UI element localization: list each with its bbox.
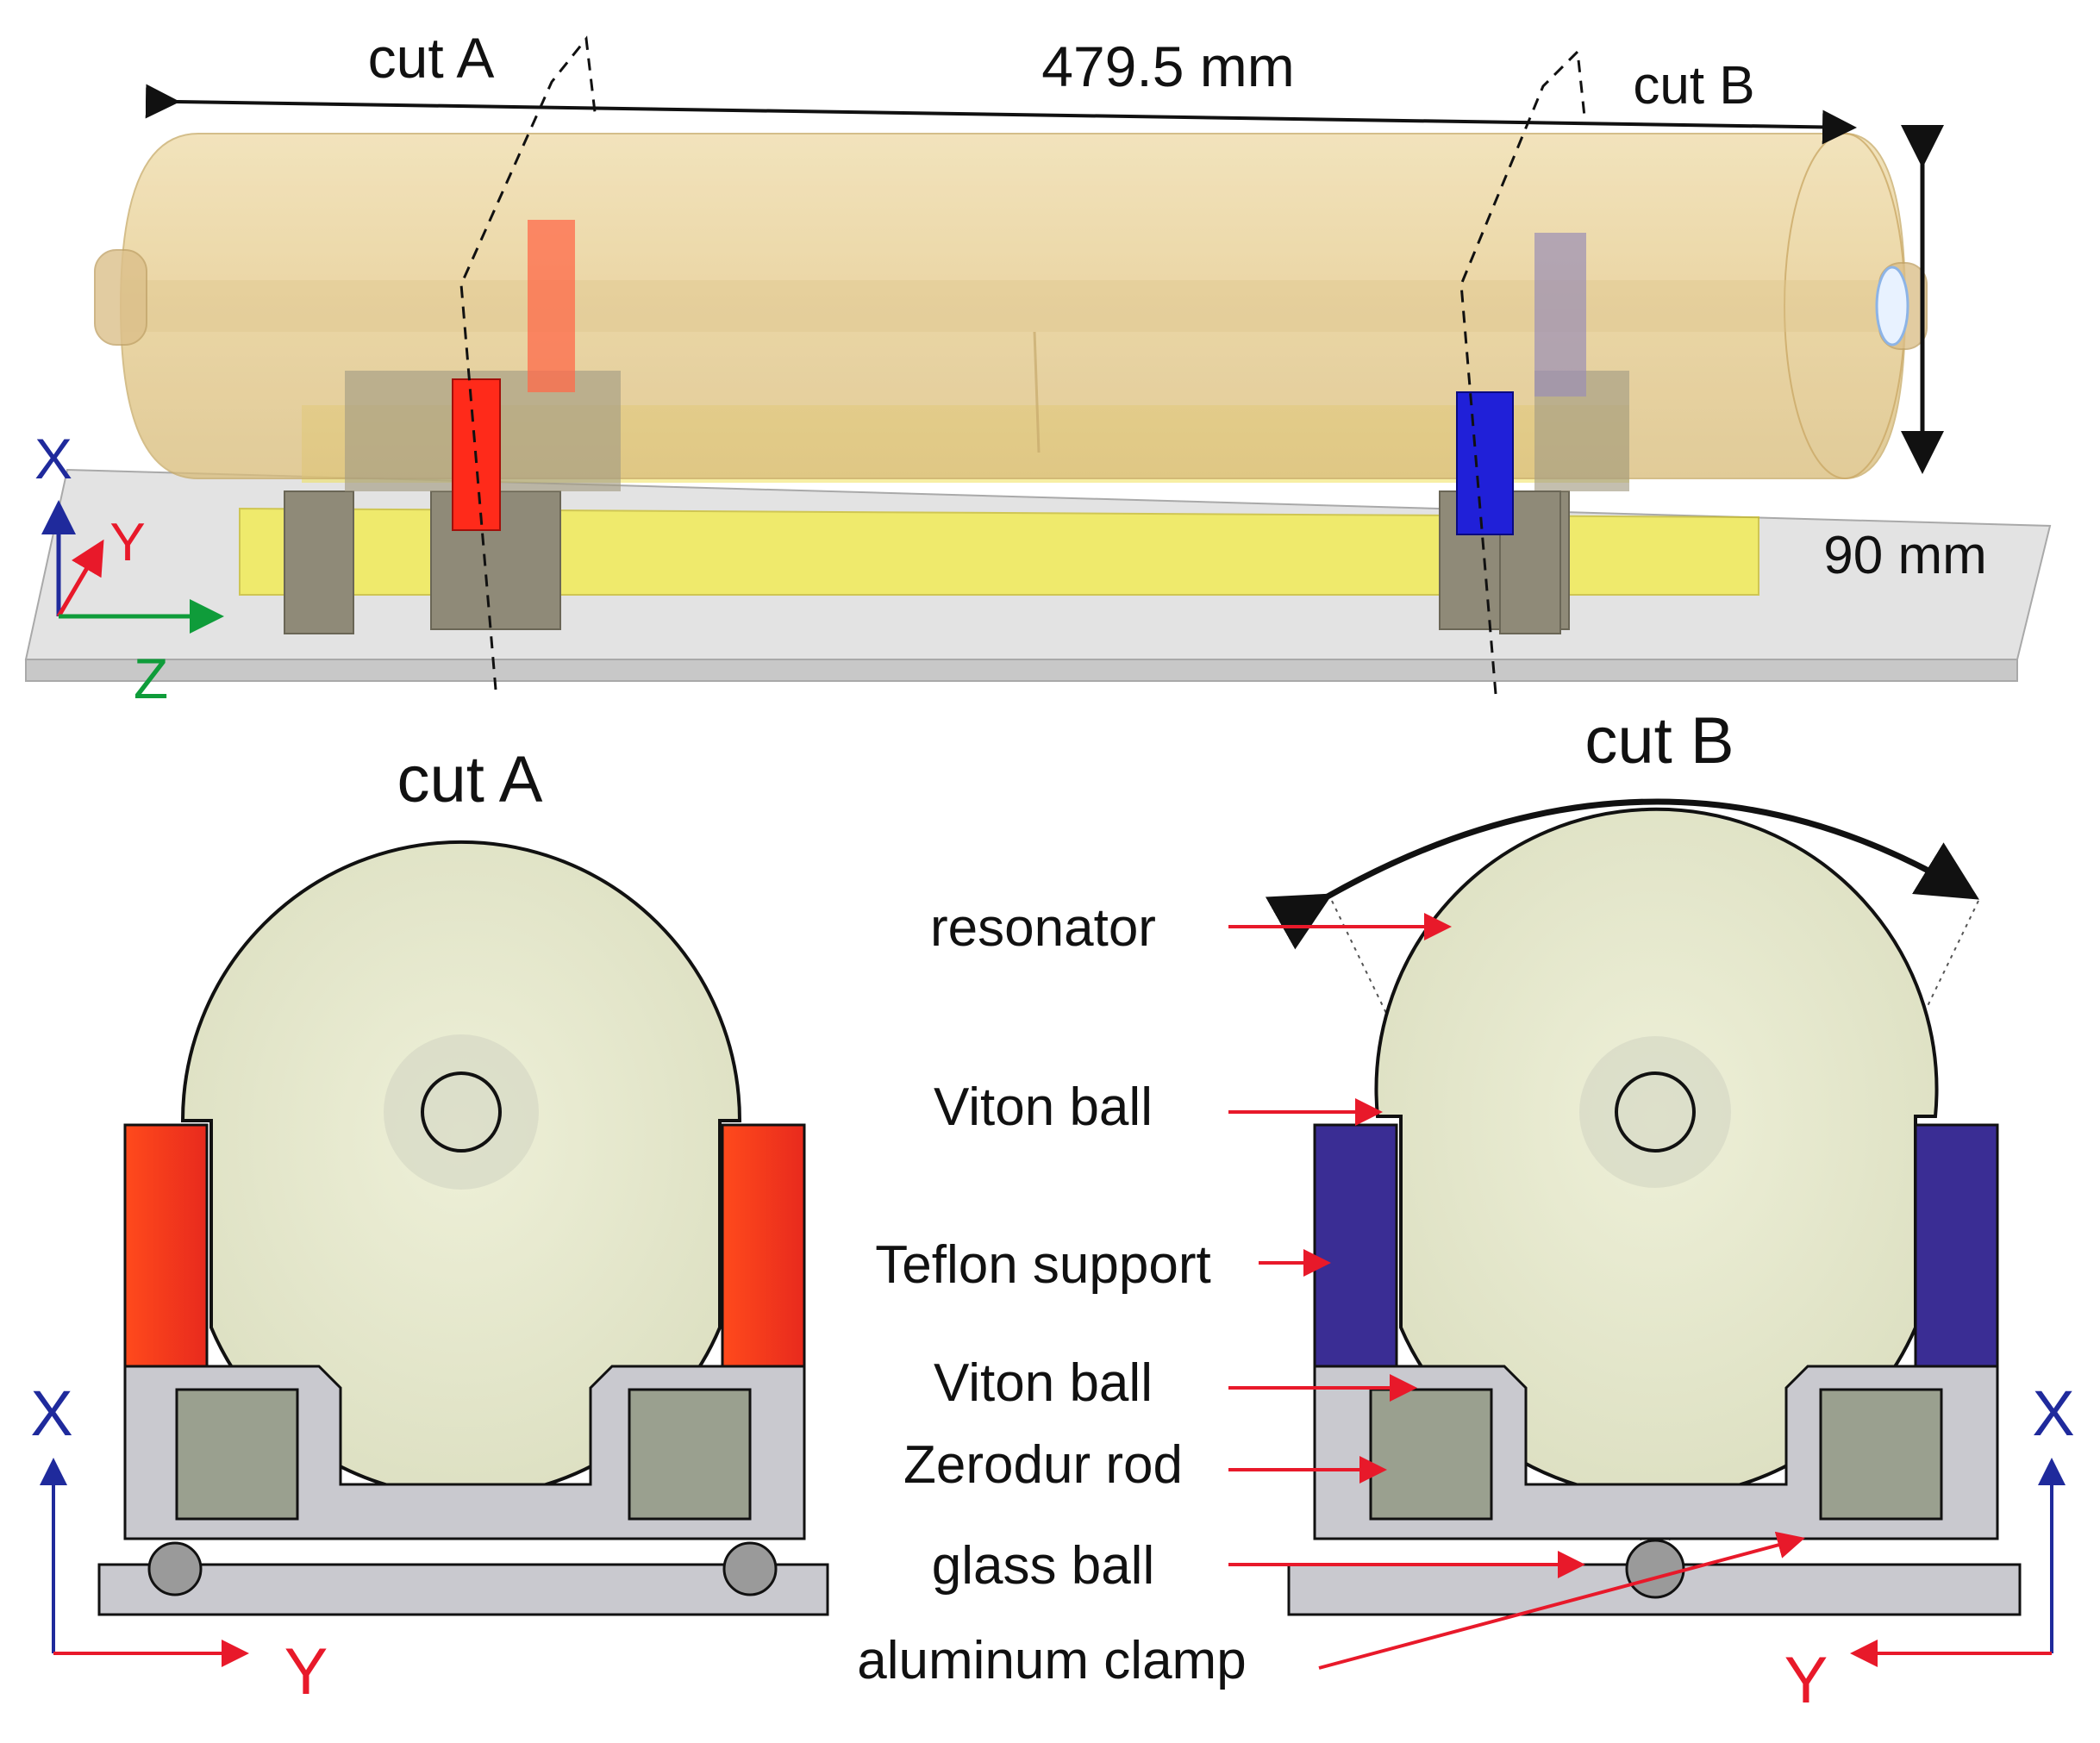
cut-a-zerodur-right bbox=[628, 1388, 752, 1521]
callout-teflon-support: Teflon support bbox=[875, 1235, 1210, 1295]
cut-a-glass-ball-left bbox=[147, 1541, 203, 1596]
axis-z-label: Z bbox=[134, 647, 168, 710]
arrow-aluminum-clamp bbox=[1318, 1531, 1805, 1670]
diameter-dimension: 90 mm bbox=[1823, 125, 1987, 585]
cut-a-teflon-right bbox=[721, 1123, 806, 1368]
cut-b-axis-y-label: Y bbox=[1784, 1644, 1828, 1717]
cut-b-axes: X Y bbox=[1784, 1378, 2075, 1717]
cut-a-axis-x-label: X bbox=[30, 1378, 72, 1449]
cut-b-zerodur-left bbox=[1369, 1388, 1493, 1521]
cut-b-teflon-left bbox=[1313, 1123, 1398, 1368]
callout-viton-ball-lower: Viton ball bbox=[934, 1353, 1153, 1413]
callout-glass-ball: glass ball bbox=[932, 1536, 1154, 1596]
cut-a-glass-ball-right bbox=[722, 1541, 778, 1596]
cut-b-zerodur-right bbox=[1819, 1388, 1943, 1521]
callout-resonator: resonator bbox=[930, 898, 1156, 958]
callout-zerodur-rod: Zerodur rod bbox=[903, 1435, 1183, 1495]
cut-b-axis-x-label: X bbox=[2032, 1378, 2074, 1449]
cut-b-section: cut B X Y resonator bbox=[857, 704, 2074, 1717]
top-3d-view: 479.5 mm 90 mm cut A cut B X Y Z bbox=[24, 26, 2052, 710]
callout-aluminum-clamp: aluminum clamp bbox=[857, 1631, 1246, 1690]
cut-b-title: cut B bbox=[1584, 704, 1734, 778]
cut-a-teflon-left bbox=[123, 1123, 209, 1368]
cut-a-axis-y-label: Y bbox=[284, 1635, 328, 1709]
callout-viton-ball-upper: Viton ball bbox=[934, 1078, 1153, 1137]
top-cut-b-label: cut B bbox=[1633, 56, 1754, 116]
cut-a-baseplate bbox=[97, 1563, 829, 1616]
top-cut-a-label: cut A bbox=[368, 26, 495, 90]
callout-labels: resonator Viton ball Teflon support Vito… bbox=[857, 898, 1246, 1690]
cut-a-zerodur-left bbox=[175, 1388, 299, 1521]
cut-b-glass-ball bbox=[1625, 1539, 1685, 1599]
diameter-label: 90 mm bbox=[1823, 526, 1986, 585]
xyz-axis-triad: X Y Z bbox=[34, 427, 224, 710]
cut-a-section: cut A X Y bbox=[30, 743, 829, 1709]
axis-x-label: X bbox=[34, 427, 72, 490]
callout-arrows bbox=[1228, 913, 1805, 1670]
cut-b-teflon-right bbox=[1914, 1123, 1999, 1368]
length-dimension: 479.5 mm bbox=[145, 34, 1857, 145]
teflon-posts-3d bbox=[452, 220, 1586, 535]
length-label: 479.5 mm bbox=[1041, 34, 1294, 98]
cut-a-axes: X Y bbox=[30, 1378, 328, 1709]
cut-a-title: cut A bbox=[397, 743, 543, 816]
axis-y-label: Y bbox=[109, 513, 145, 572]
cut-b-angle-arc bbox=[1265, 798, 1979, 950]
